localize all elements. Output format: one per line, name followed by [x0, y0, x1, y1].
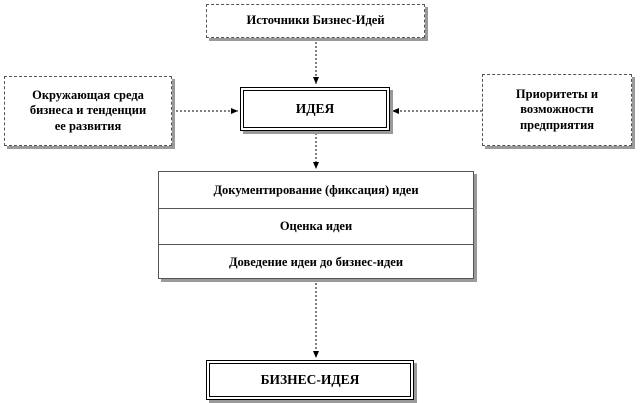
step-evaluation-label: Оценка идеи [279, 219, 353, 233]
step-documenting: Документирование (фиксация) идеи [159, 172, 473, 208]
step-documenting-label: Документирование (фиксация) идеи [213, 182, 419, 197]
step-evaluation: Оценка идеи [159, 208, 473, 244]
business-idea-box: БИЗНЕС-ИДЕЯ [206, 360, 414, 400]
step-refinement: Доведение идеи до бизнес-идеи [159, 244, 473, 280]
idea-box: ИДЕЯ [240, 87, 390, 131]
step-refinement-label: Доведение идеи до бизнес-идеи [228, 255, 404, 269]
environment-line-1: Окружающая среда [32, 87, 144, 102]
idea-label: ИДЕЯ [295, 100, 335, 116]
sources-label: Источники Бизнес-Идей [246, 13, 385, 28]
priorities-line-1: Приоритеты и [515, 86, 599, 101]
priorities-line-2: возможности [520, 102, 594, 117]
business-idea-label: БИЗНЕС-ИДЕЯ [260, 371, 360, 387]
priorities-line-3: предприятия [519, 117, 595, 132]
idea-processing-steps: Документирование (фиксация) идеи Оценка … [158, 171, 474, 279]
environment-line-2: бизнеса и тенденции [29, 103, 147, 118]
priorities-box: Приоритеты и возможности предприятия [482, 74, 632, 146]
environment-line-3: ее развития [54, 118, 122, 133]
sources-box: Источники Бизнес-Идей [206, 4, 425, 38]
environment-box: Окружающая среда бизнеса и тенденции ее … [4, 76, 172, 146]
